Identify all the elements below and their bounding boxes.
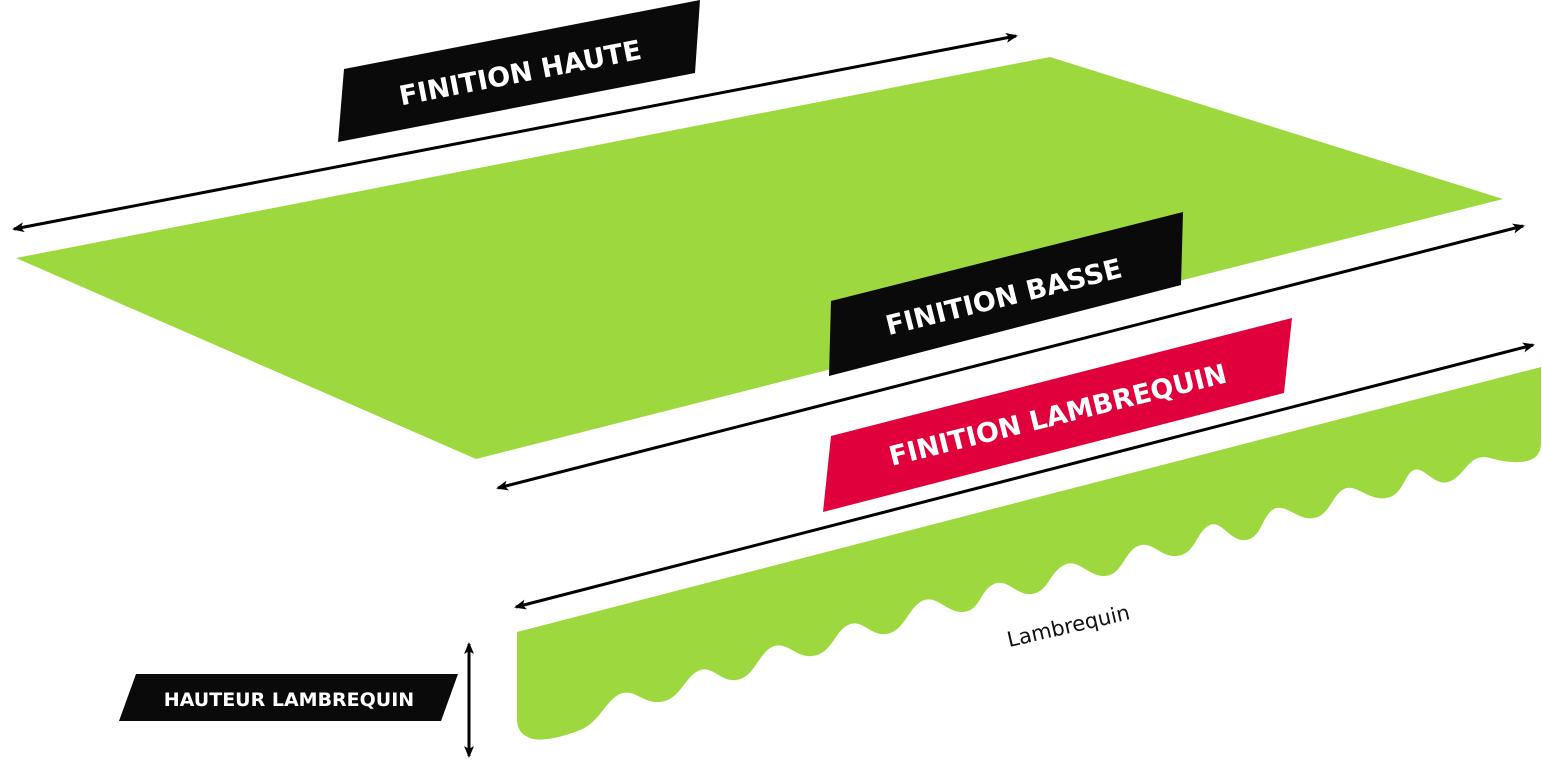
finition-lambrequin-arrow bbox=[514, 342, 1535, 610]
finition-basse-banner bbox=[829, 212, 1183, 376]
finition-haute-banner bbox=[338, 0, 700, 142]
awning-canopy bbox=[16, 57, 1503, 459]
finition-lambrequin-banner bbox=[823, 318, 1292, 512]
finition-haute-arrow bbox=[12, 32, 1018, 233]
hauteur-lambrequin-label: HAUTEUR LAMBREQUIN bbox=[119, 674, 458, 721]
finition-haute-label: FINITION HAUTE bbox=[338, 0, 700, 142]
lambrequin-caption: Lambrequin bbox=[1005, 600, 1132, 652]
hauteur-lambrequin-text: HAUTEUR LAMBREQUIN bbox=[164, 689, 414, 711]
hauteur-lambrequin-banner bbox=[119, 674, 458, 721]
